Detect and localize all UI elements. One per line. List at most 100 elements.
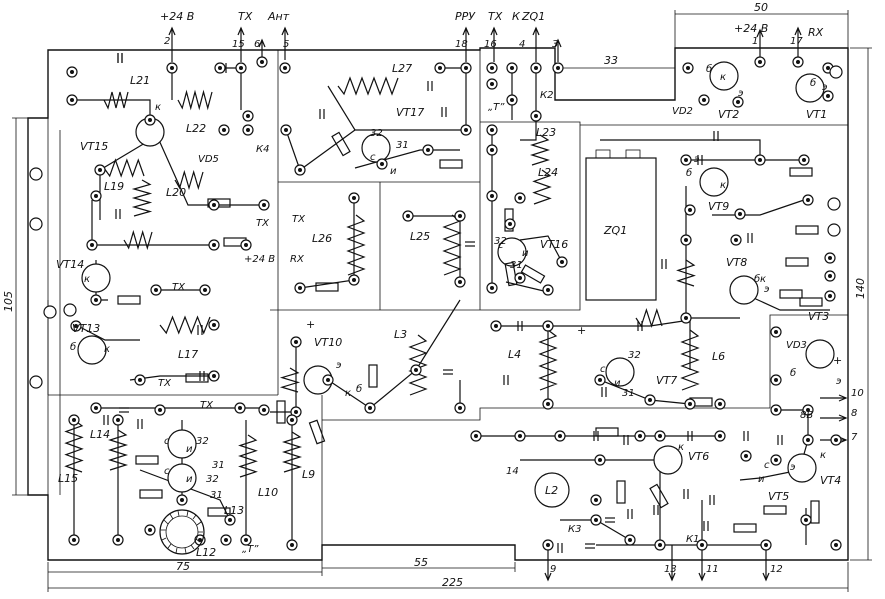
resistor — [331, 131, 351, 157]
pad-6 — [66, 94, 78, 106]
terminal-12-label: 12 — [770, 564, 783, 575]
coil-winding — [680, 329, 700, 391]
resistor — [117, 295, 141, 305]
terminal-16-label: 16 — [484, 39, 497, 50]
coil-winding — [123, 229, 153, 251]
trace-12 — [327, 85, 356, 131]
pin-b-1: б — [810, 77, 816, 89]
pad-27 — [460, 62, 472, 74]
vt13-label: VT13 — [72, 322, 100, 335]
pad-122 — [224, 514, 236, 526]
pad-118 — [176, 494, 188, 506]
tx-label-4: ТХ — [200, 400, 214, 411]
coil-winding — [346, 214, 366, 276]
l27-label: L27 — [392, 62, 412, 75]
pin-32-2: 32 — [628, 350, 641, 361]
pad-18 — [208, 239, 220, 251]
pad-40 — [530, 62, 542, 74]
pad-79 — [490, 320, 502, 332]
coil-winding — [635, 308, 663, 328]
resistor — [789, 167, 813, 177]
terminal-13-label: 13 — [664, 564, 677, 575]
pad-34 — [348, 274, 360, 286]
capacitor — [601, 387, 607, 397]
vt14-label: VT14 — [56, 258, 84, 271]
resistor — [733, 523, 757, 533]
pin-32-1: 32 — [494, 236, 507, 247]
pad-110 — [68, 414, 80, 426]
vt16-label: VT16 — [540, 238, 568, 251]
pin-b-4: б — [754, 273, 760, 285]
transistor-body — [77, 335, 107, 365]
capacitor — [197, 325, 203, 335]
pad-4 — [256, 56, 268, 68]
terminal-18-label: 18 — [455, 39, 468, 50]
pad-100 — [802, 434, 814, 446]
pin-e-1: э — [822, 82, 828, 93]
capacitor — [585, 543, 595, 549]
pad-49 — [504, 218, 516, 230]
t-mark-2: „Т” — [242, 544, 259, 555]
vd2-label: VD2 — [672, 106, 693, 117]
terminal-11-label: 11 — [706, 564, 719, 575]
capacitor — [441, 107, 447, 117]
pad-121 — [286, 414, 298, 426]
pin-u-3: и — [186, 444, 193, 455]
pad-51 — [542, 284, 554, 296]
vd3-label: VD3 — [786, 340, 807, 351]
terminal-6-label: 6 — [254, 39, 260, 50]
pad-24 — [208, 370, 220, 382]
capacitor — [743, 431, 749, 441]
pin-31-3: 31 — [212, 460, 225, 471]
l12-label: L12 — [196, 546, 216, 559]
capacitor — [627, 509, 633, 519]
transistor-body — [729, 275, 759, 305]
pad-69 — [698, 94, 710, 106]
pad-47 — [486, 190, 498, 202]
l13-label: L13 — [224, 504, 244, 517]
crystal-zq1: ZQ1 — [585, 149, 657, 301]
transistor-body — [497, 237, 527, 267]
mounting-hole-4 — [63, 303, 77, 317]
resistor — [504, 261, 518, 287]
mounting-hole-1 — [29, 217, 43, 231]
k1-label: К1 — [686, 534, 699, 545]
vt4-label: VT4 — [820, 474, 841, 487]
coil-winding — [103, 158, 145, 178]
pin-k-2: к — [104, 344, 110, 355]
l6-label: L6 — [712, 350, 725, 363]
pin-k-8: к — [820, 450, 826, 461]
terminal-rru-label: РРУ — [455, 10, 476, 23]
coil-winding — [103, 91, 129, 110]
l15-label: L15 — [58, 472, 78, 485]
capacitor — [747, 233, 753, 243]
terminal-9-label: 9 — [550, 564, 556, 575]
pin-31-0: 31 — [396, 140, 409, 151]
trace-48 — [139, 469, 231, 521]
terminal-2-label: 2 — [164, 36, 170, 47]
pad-89 — [802, 404, 814, 416]
pad-53 — [514, 272, 526, 284]
l3-label: L3 — [394, 328, 407, 341]
coil-winding — [64, 419, 84, 473]
vt15-label: VT15 — [80, 140, 108, 153]
pad-10 — [242, 124, 254, 136]
pad-3 — [235, 62, 247, 74]
pin-k-0: к — [155, 102, 161, 113]
transistor-body — [361, 133, 391, 163]
terminal-1-label: 1 — [752, 36, 758, 47]
vt7-label: VT7 — [656, 374, 677, 387]
pad-115 — [258, 404, 270, 416]
pad-119 — [240, 534, 252, 546]
pin-e-6: э — [790, 462, 796, 473]
terminal-k-label: К — [512, 10, 521, 23]
pad-14 — [90, 294, 102, 306]
dim-33-label: 33 — [604, 54, 618, 67]
pad-96 — [654, 430, 666, 442]
mounting-hole-6 — [827, 197, 841, 211]
pad-71 — [822, 90, 834, 102]
resistor — [810, 500, 820, 524]
l2-label: L2 — [545, 484, 558, 497]
capacitor — [465, 241, 475, 247]
pin-b-3: б — [686, 167, 692, 179]
